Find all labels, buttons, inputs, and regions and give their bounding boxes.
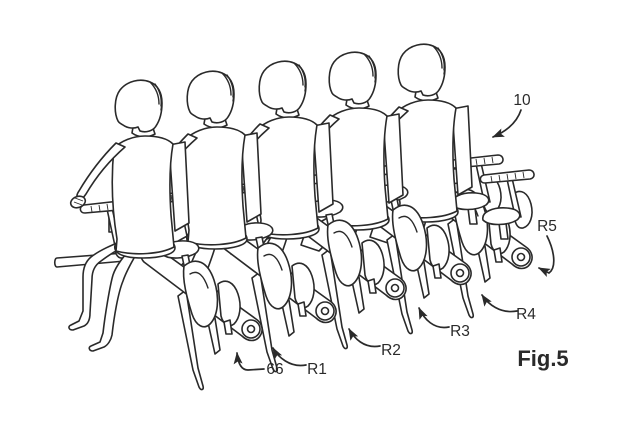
ref-arrow-r5 (538, 235, 555, 277)
figure-caption: Fig.5 (517, 346, 568, 371)
ref-arrow-r2 (348, 328, 381, 348)
ref-label-66: 66 (266, 361, 283, 378)
ref-label-10: 10 (513, 92, 531, 109)
ref-label-r4: R4 (516, 306, 536, 323)
ref-label-r1: R1 (307, 361, 327, 378)
ref-label-r3: R3 (450, 323, 470, 340)
passenger-1 (68, 79, 190, 352)
ref-arrow-10 (492, 109, 522, 138)
ref-label-r5: R5 (537, 218, 557, 235)
ref-arrow-r4 (481, 294, 518, 313)
ref-arrow-66 (233, 352, 265, 371)
ref-arrow-r1 (272, 347, 307, 367)
ref-arrow-r3 (418, 307, 450, 329)
ref-label-r2: R2 (381, 342, 401, 359)
